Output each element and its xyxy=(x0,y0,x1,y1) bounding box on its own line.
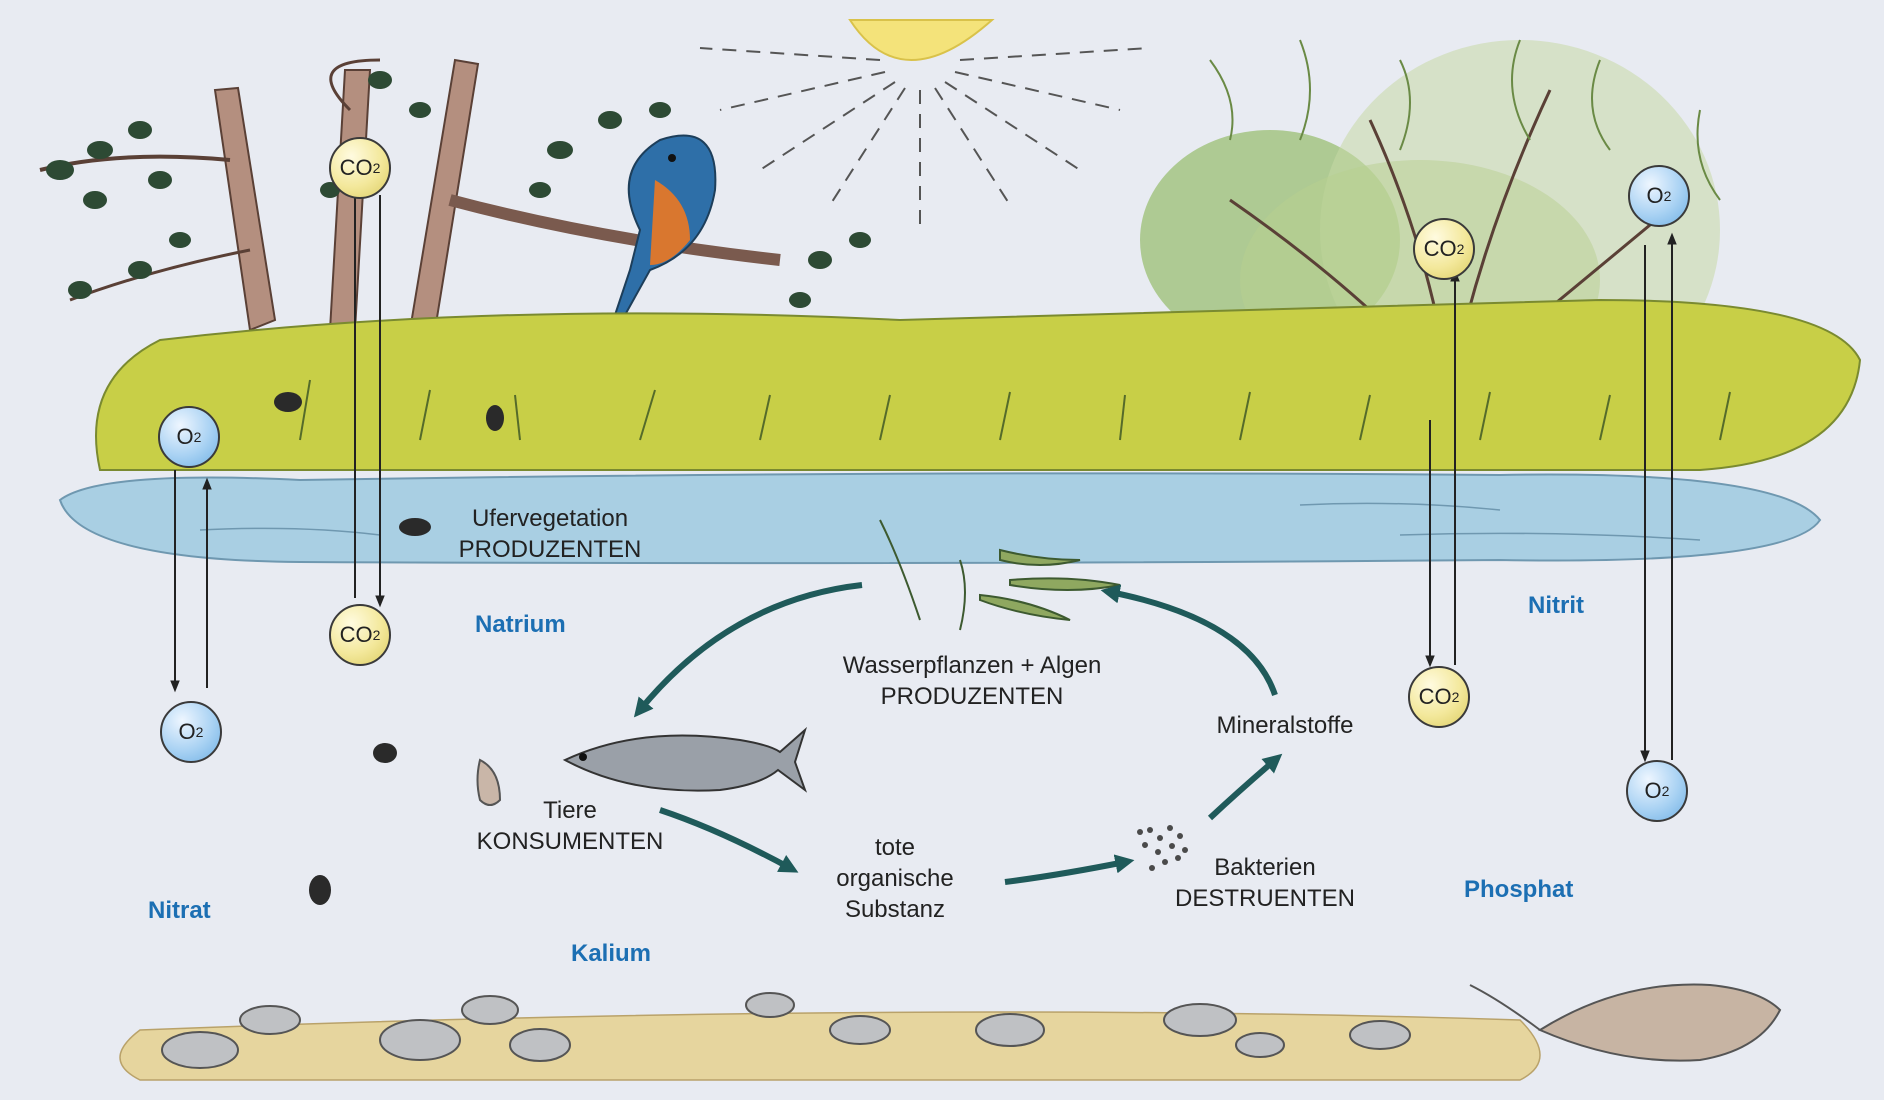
label-ufervegetation-line1: Ufervegetation xyxy=(440,503,660,534)
nutrient-kalium: Kalium xyxy=(571,940,651,968)
grass-bank xyxy=(96,300,1860,470)
label-tiere-line1: Tiere xyxy=(460,795,680,826)
label-tote-substanz: tote organische Substanz xyxy=(795,832,995,925)
label-tote-line2: organische xyxy=(795,863,995,894)
label-tiere: Tiere KONSUMENTEN xyxy=(460,795,680,857)
nutrient-nitrat: Nitrat xyxy=(148,897,211,925)
label-bakterien: Bakterien DESTRUENTEN xyxy=(1155,852,1375,914)
label-ufervegetation-line2: PRODUZENTEN xyxy=(440,534,660,565)
label-mineralstoffe: Mineralstoffe xyxy=(1185,710,1385,741)
label-wasserpflanzen: Wasserpflanzen + Algen PRODUZENTEN xyxy=(802,650,1142,712)
nutrient-natrium: Natrium xyxy=(475,611,566,639)
nutrient-nitrit: Nitrit xyxy=(1528,592,1584,620)
label-wasserpflanzen-line2: PRODUZENTEN xyxy=(802,681,1142,712)
label-tiere-line2: KONSUMENTEN xyxy=(460,826,680,857)
nutrient-phosphat: Phosphat xyxy=(1464,876,1573,904)
label-bakterien-line2: DESTRUENTEN xyxy=(1155,883,1375,914)
water-surface xyxy=(60,473,1820,563)
label-tote-line1: tote xyxy=(795,832,995,863)
label-bakterien-line1: Bakterien xyxy=(1155,852,1375,883)
label-wasserpflanzen-line1: Wasserpflanzen + Algen xyxy=(802,650,1142,681)
label-tote-line3: Substanz xyxy=(795,894,995,925)
label-ufervegetation: Ufervegetation PRODUZENTEN xyxy=(440,503,660,565)
